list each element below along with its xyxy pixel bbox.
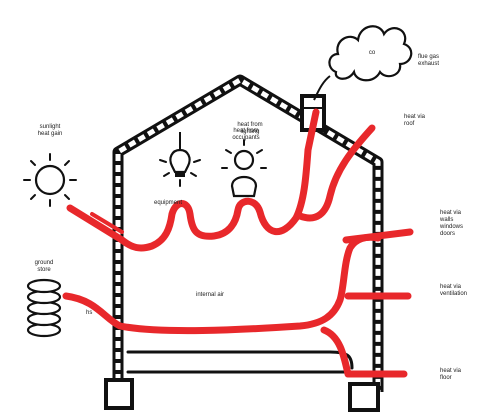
person-icon	[222, 140, 266, 196]
ground-note-label: hs	[86, 310, 92, 316]
smoke-cloud-label: co	[369, 50, 376, 56]
light-bulb-icon	[160, 132, 200, 186]
smoke-cloud-icon	[314, 26, 411, 100]
ground-store-icon	[28, 280, 60, 336]
equipment-label: equipment	[154, 200, 182, 206]
right-foundation	[350, 384, 378, 410]
sun-icon	[24, 154, 76, 206]
solar-gain-flow	[70, 112, 316, 248]
internal-air-label: internal air	[196, 292, 224, 298]
floor-pipes	[128, 352, 362, 372]
left-foundation	[106, 380, 132, 408]
